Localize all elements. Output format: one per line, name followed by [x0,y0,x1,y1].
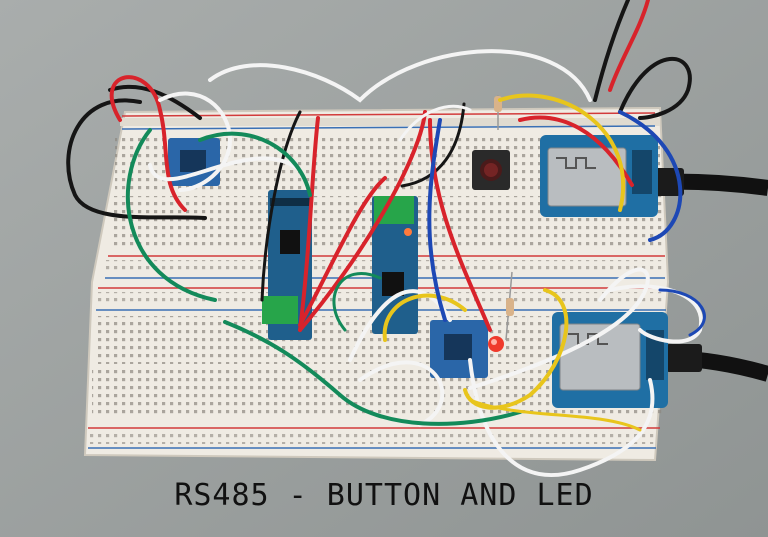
push-button [472,150,510,190]
wemos-board-top [540,135,658,217]
level-shifter-center [430,320,488,378]
rs485-module-left [262,190,312,340]
image-caption: RS485 - BUTTON AND LED [174,478,594,513]
red-led [488,336,504,352]
resistors [494,95,514,341]
usb-cables [650,168,768,382]
jumper-wires [66,0,706,477]
wemos-board-bottom [552,312,668,408]
level-shifter-top-left [168,138,220,186]
